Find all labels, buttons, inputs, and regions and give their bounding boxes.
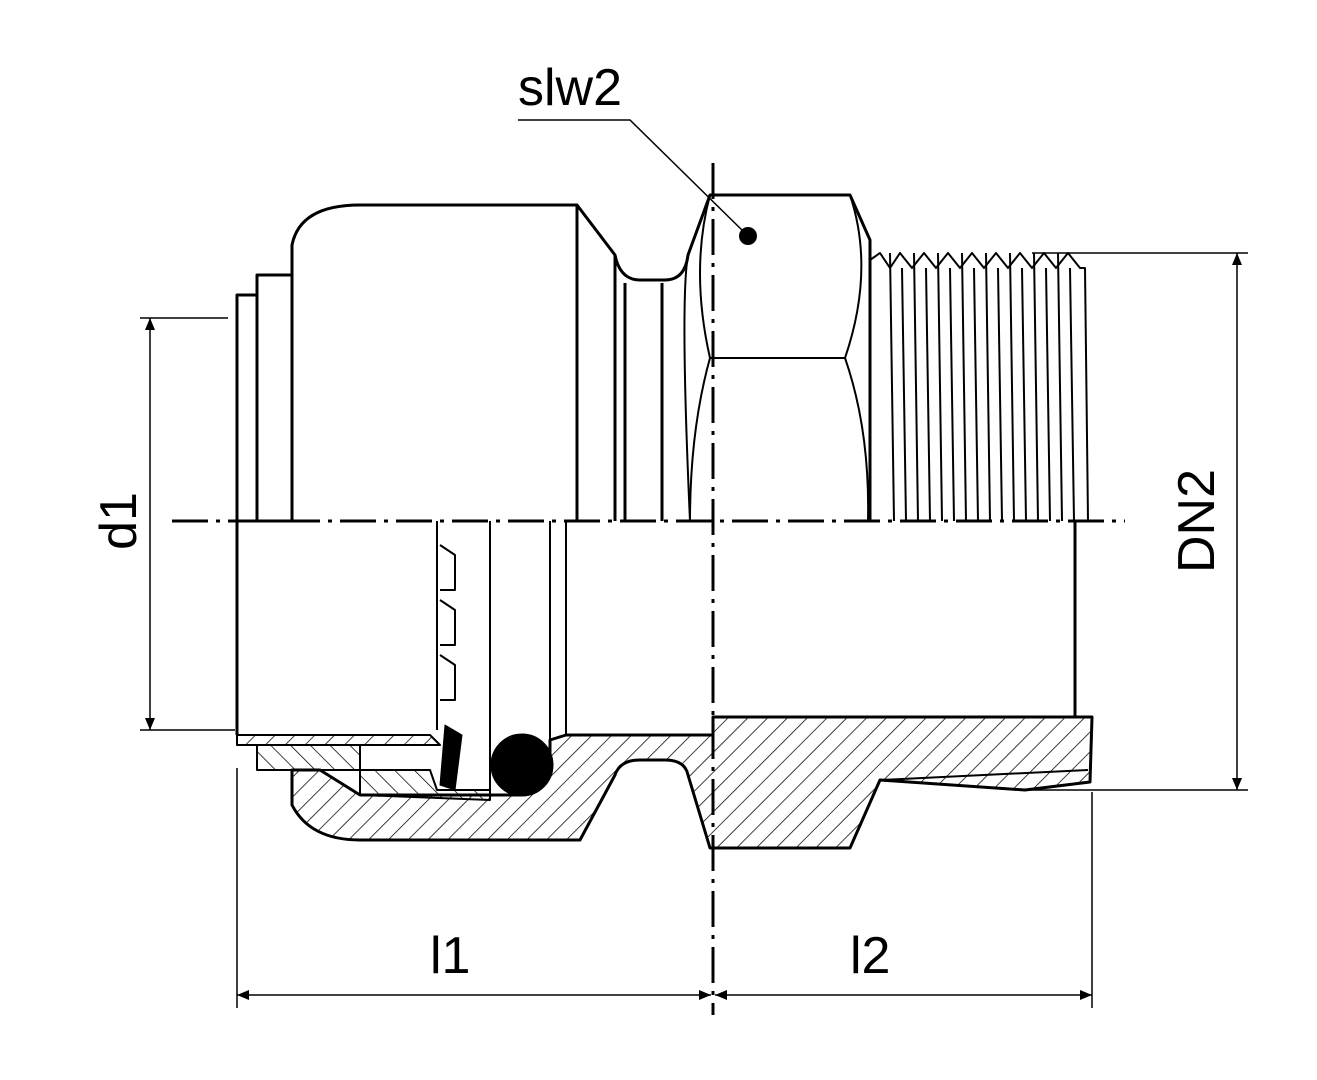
thread-line (1057, 252, 1063, 522)
d1-dimension (140, 317, 235, 731)
slw2-label: slw2 (518, 59, 623, 117)
thread-line (997, 267, 1003, 522)
male-thread (869, 252, 1089, 522)
thread-line (925, 267, 931, 522)
thread-line (973, 267, 979, 522)
length-dimensions (236, 768, 1093, 1008)
l1-label: l1 (430, 927, 471, 985)
thread-line (961, 252, 967, 522)
thread-line (1009, 252, 1015, 522)
thread-line (1069, 267, 1075, 522)
d1-label: d1 (89, 492, 148, 550)
thread-line (1021, 267, 1027, 522)
thread-line (937, 252, 943, 522)
slw2-leader (518, 119, 746, 234)
l2-label: l2 (850, 927, 891, 985)
dn2-dimension (1025, 252, 1248, 791)
thread-line (949, 267, 955, 522)
slw2-leader-dot (739, 227, 757, 245)
o-ring (490, 733, 554, 797)
thread-line (901, 267, 907, 522)
dn2-label: DN2 (1168, 468, 1227, 574)
thread-line (985, 252, 991, 522)
thread-line (1033, 252, 1039, 522)
upper-body-outline (235, 193, 872, 523)
thread-line (889, 252, 895, 522)
lower-section (235, 521, 1094, 850)
thread-line (913, 252, 919, 522)
thread-line (1045, 267, 1051, 522)
